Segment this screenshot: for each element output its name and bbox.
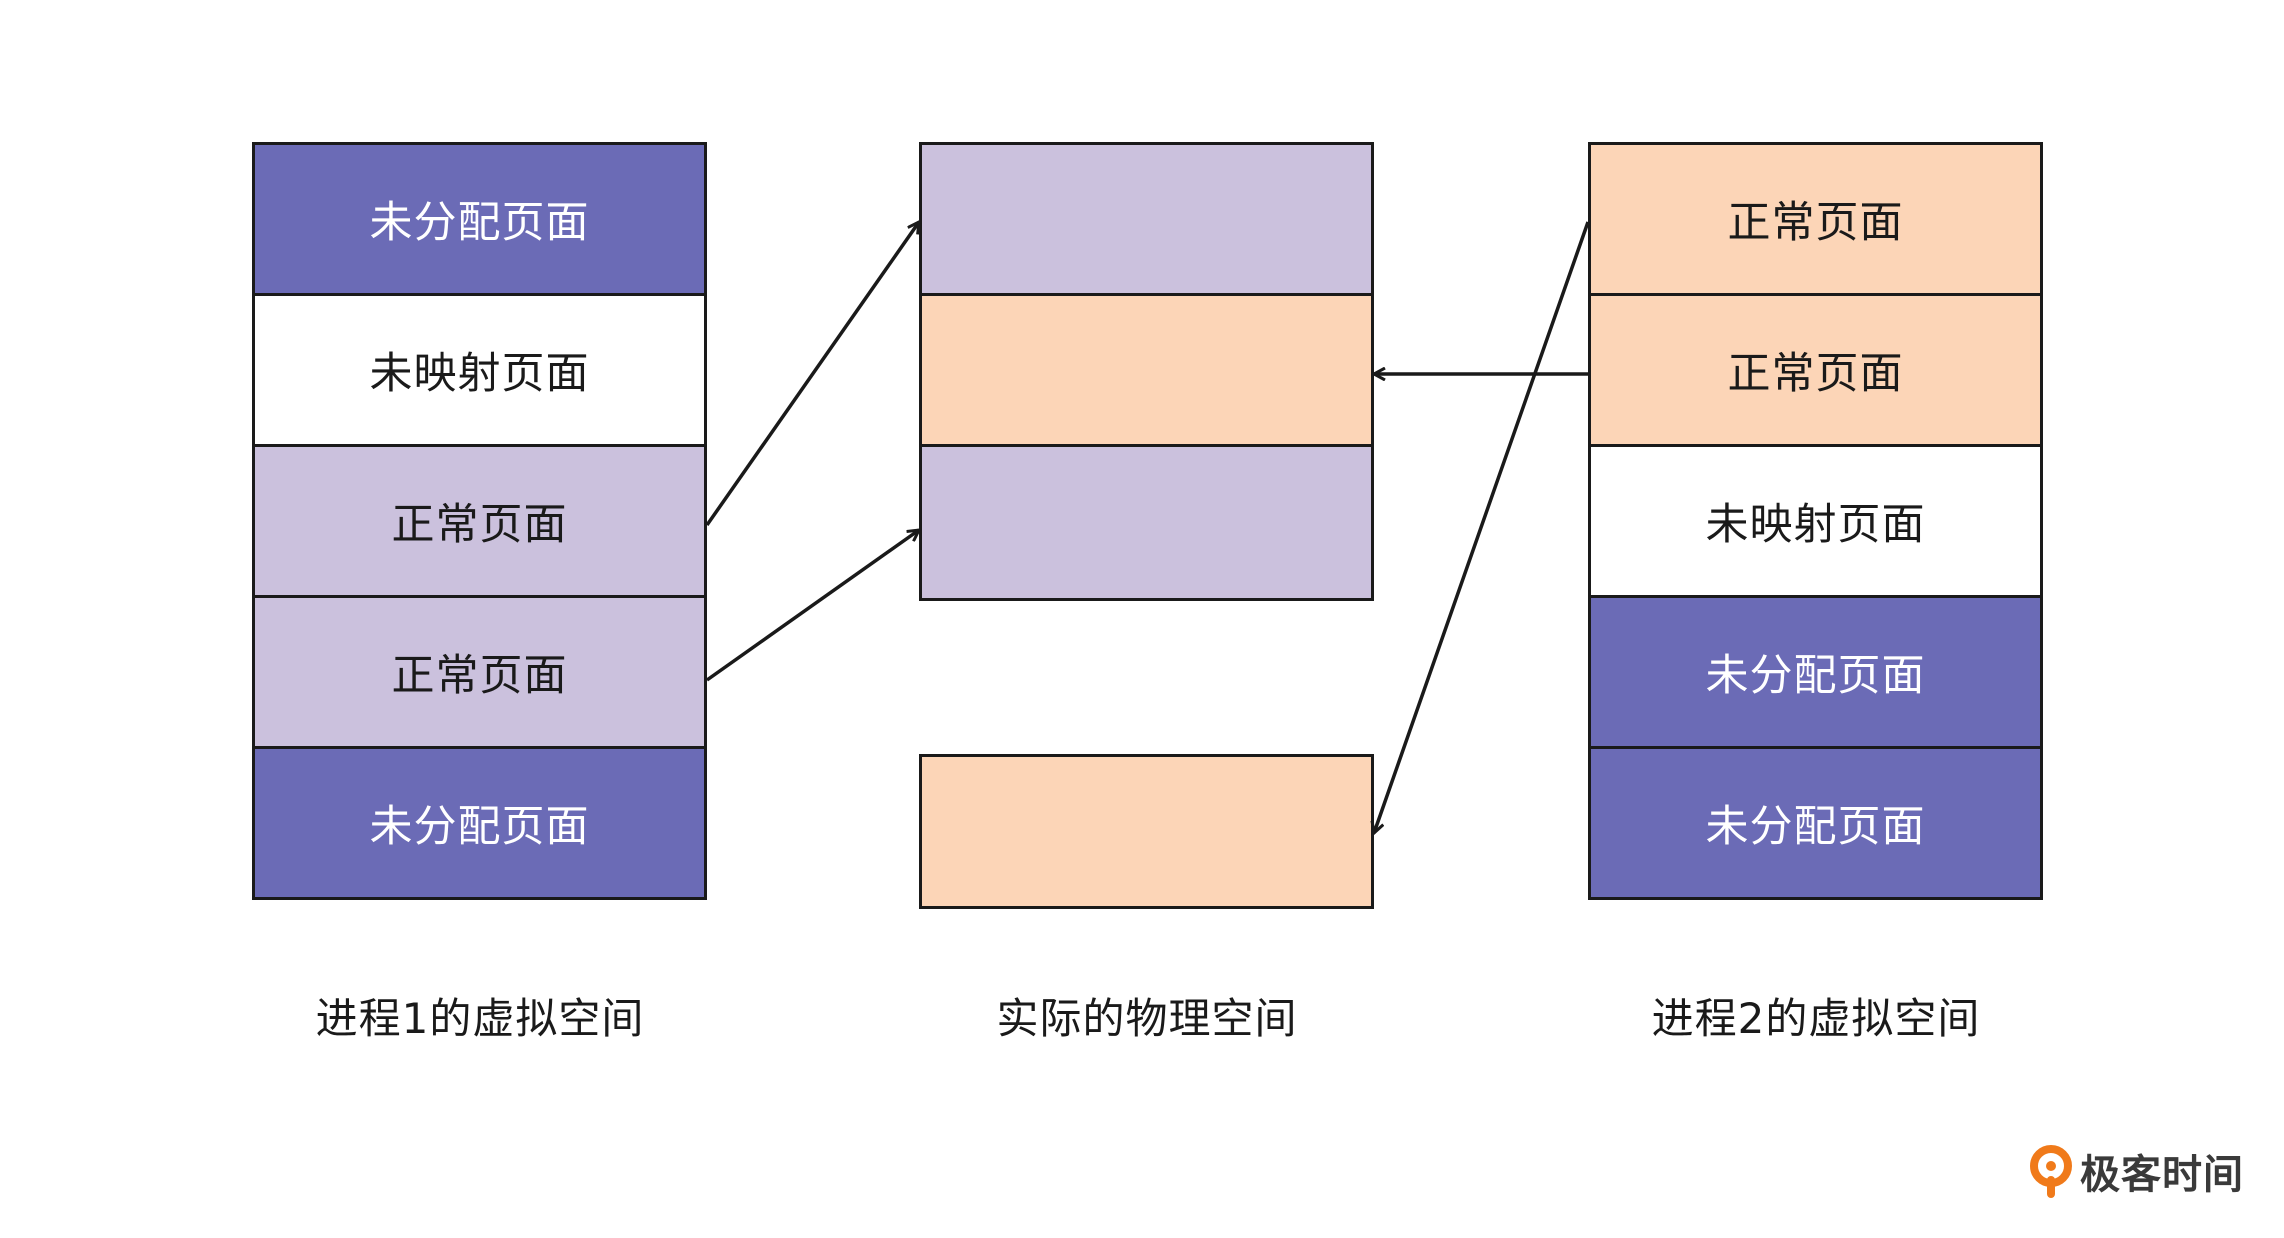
geektime-logo-icon xyxy=(2030,1145,2072,1198)
physical-frame-1 xyxy=(919,142,1374,296)
brand-name: 极客时间 xyxy=(2080,1152,2244,1198)
process1-virtual-space: 未分配页面 未映射页面 正常页面 正常页面 未分配页面 xyxy=(252,142,707,900)
process2-page-2: 正常页面 xyxy=(1588,293,2043,447)
process1-page-3: 正常页面 xyxy=(252,444,707,598)
arrow-p1-page3-to-frame1 xyxy=(705,222,919,527)
process2-page-4: 未分配页面 xyxy=(1588,595,2043,749)
arrow-p1-page4-to-frame3 xyxy=(705,530,919,682)
process1-page-5: 未分配页面 xyxy=(252,746,707,900)
physical-frame-3 xyxy=(919,444,1374,601)
process2-page-5: 未分配页面 xyxy=(1588,746,2043,900)
brand-logo: 极客时间 xyxy=(2028,1142,2244,1200)
process2-caption: 进程2的虚拟空间 xyxy=(1651,994,1981,1043)
process2-virtual-space: 正常页面 正常页面 未映射页面 未分配页面 未分配页面 xyxy=(1588,142,2043,900)
arrow-p2-page1-to-frame4 xyxy=(1374,221,1590,833)
process2-page-1: 正常页面 xyxy=(1588,142,2043,296)
physical-caption: 实际的物理空间 xyxy=(996,994,1298,1043)
process1-page-4: 正常页面 xyxy=(252,595,707,749)
process1-page-1: 未分配页面 xyxy=(252,142,707,296)
process1-caption: 进程1的虚拟空间 xyxy=(315,994,645,1043)
physical-frame-4 xyxy=(919,754,1374,909)
